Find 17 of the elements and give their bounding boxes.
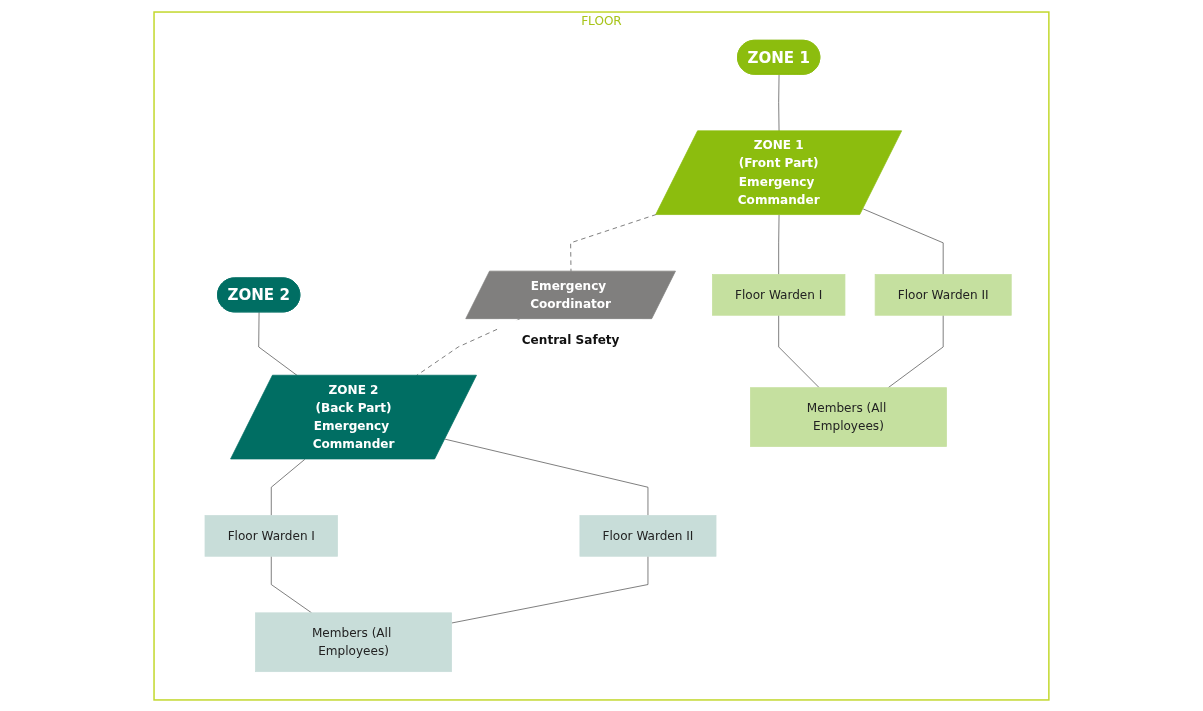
node-box: Floor Warden I: [204, 514, 338, 557]
connector: [570, 213, 657, 272]
connector: [778, 314, 820, 388]
connector: [778, 214, 780, 275]
connector: [778, 73, 780, 132]
connector: [270, 458, 306, 516]
node-label: Central Safety: [521, 332, 620, 347]
node-box: Floor Warden II: [579, 514, 717, 557]
node-box: Floor Warden II: [874, 273, 1012, 316]
node-box: Members (All Employees): [255, 611, 452, 672]
connector: [270, 555, 313, 613]
node-box: Floor Warden I: [712, 273, 846, 316]
connector: [862, 208, 944, 275]
connector: [444, 438, 649, 516]
connector: [451, 555, 649, 623]
connector: [887, 314, 944, 388]
node-box: Members (All Employees): [750, 386, 947, 447]
